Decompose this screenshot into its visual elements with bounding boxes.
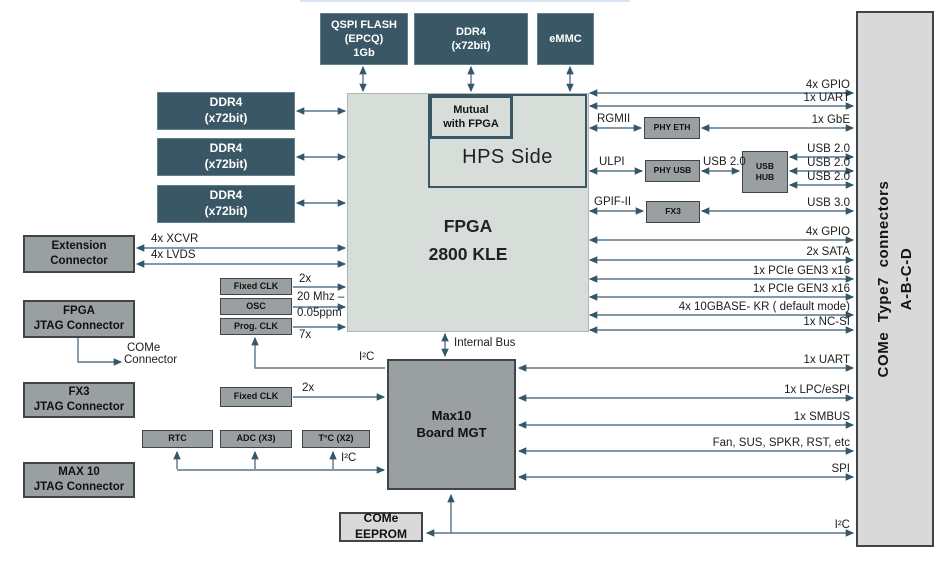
phy-usb-block: PHY USB bbox=[645, 160, 700, 182]
temp-sensor-block: T°C (X2) bbox=[302, 430, 370, 448]
fpga-title: FPGA 2800 KLE bbox=[428, 216, 508, 264]
extension-connector-block: Extension Connector bbox=[23, 235, 135, 273]
bus-label-sata: 2x SATA bbox=[806, 246, 850, 258]
bus-label-gbe: 1x GbE bbox=[811, 114, 850, 126]
prog-clk-block: Prog. CLK bbox=[220, 318, 292, 335]
bus-label-pcie-a: 1x PCIe GEN3 x16 bbox=[752, 265, 850, 277]
bus-label-005ppm: 0.05ppm bbox=[297, 307, 342, 319]
bus-label-usb20-b: USB 2.0 bbox=[807, 157, 850, 169]
ddr4-block-2: DDR4 (x72bit) bbox=[157, 138, 295, 176]
fpga-right-buses bbox=[588, 236, 855, 334]
come-type7-connector-block bbox=[856, 11, 934, 547]
ddr4-block-3: DDR4 (x72bit) bbox=[157, 185, 295, 223]
bus-label-gpio-mid: 4x GPIO bbox=[805, 226, 850, 238]
bus-label-rgmii: RGMII bbox=[597, 113, 631, 125]
memory-stubs bbox=[295, 65, 574, 207]
phy-eth-block: PHY ETH bbox=[644, 117, 700, 139]
ddr4-top-block: DDR4 (x72bit) bbox=[414, 13, 528, 65]
bus-label-internal-bus: Internal Bus bbox=[454, 337, 516, 349]
bus-label-10gbase: 4x 10GBASE- KR ( default mode) bbox=[678, 301, 850, 313]
bus-label-usb20-c: USB 2.0 bbox=[807, 171, 850, 183]
i2c-sensor-bus bbox=[173, 450, 386, 474]
bus-label-uart-top: 1x UART bbox=[803, 92, 850, 104]
fx3-block: FX3 bbox=[646, 201, 700, 223]
bus-label-lpc: 1x LPC/eSPI bbox=[784, 384, 850, 396]
max10-right-buses bbox=[425, 332, 855, 537]
bus-label-come-conn-b: Connector bbox=[124, 354, 178, 366]
come-type7-label-main: COMe Type7 connectors bbox=[875, 180, 892, 378]
rtc-block: RTC bbox=[142, 430, 213, 448]
hps-right-buses bbox=[588, 89, 855, 215]
bus-label-usb20-mid: USB 2.0 bbox=[703, 156, 746, 168]
bus-label-gpio-top: 4x GPIO bbox=[805, 79, 850, 91]
come-type7-label-abcd: A-B-C-D bbox=[898, 247, 915, 311]
hps-side-label: HPS Side bbox=[462, 146, 553, 168]
ddr4-block-1: DDR4 (x72bit) bbox=[157, 92, 295, 130]
fx3-jtag-connector-block: FX3 JTAG Connector bbox=[23, 382, 135, 418]
max10-board-mgt-block: Max10 Board MGT bbox=[387, 359, 516, 490]
top-edge-artifact bbox=[300, 0, 630, 2]
qspi-flash-block: QSPI FLASH (EPCQ) 1Gb bbox=[320, 13, 408, 65]
bus-label-spi: SPI bbox=[831, 463, 850, 475]
bus-label-ulpi: ULPI bbox=[599, 156, 625, 168]
max10-jtag-connector-block: MAX 10 JTAG Connector bbox=[23, 462, 135, 498]
adc-block: ADC (X3) bbox=[220, 430, 292, 448]
bus-label-clk7x: 7x bbox=[299, 329, 312, 341]
extension-and-clock-wires bbox=[77, 244, 386, 401]
bus-label-i2c-prog: I²C bbox=[359, 351, 375, 363]
bus-label-gpif: GPIF-II bbox=[594, 196, 632, 208]
fpga-jtag-connector-block: FPGA JTAG Connector bbox=[23, 300, 135, 338]
bus-label-come-conn-a: COMe bbox=[127, 342, 161, 354]
mutual-fpga-box: Mutual with FPGA bbox=[429, 95, 513, 139]
bus-label-20mhz: 20 Mhz – bbox=[297, 291, 345, 303]
bus-label-i2c-bot: I²C bbox=[834, 519, 850, 531]
bus-label-usb30: USB 3.0 bbox=[807, 197, 850, 209]
bus-label-xcvr: 4x XCVR bbox=[151, 233, 199, 245]
fixed-clk-block-1: Fixed CLK bbox=[220, 278, 292, 295]
emmc-block: eMMC bbox=[537, 13, 594, 65]
bus-label-pcie-b: 1x PCIe GEN3 x16 bbox=[752, 283, 850, 295]
bus-label-ncsi: 1x NC-SI bbox=[803, 316, 850, 328]
osc-block: OSC bbox=[220, 298, 292, 315]
come-eeprom-block: COMe EEPROM bbox=[339, 511, 423, 542]
bus-label-clk2x-a: 2x bbox=[299, 273, 312, 285]
bus-label-fan: Fan, SUS, SPKR, RST, etc bbox=[712, 437, 850, 449]
bus-label-i2c-bus: I²C bbox=[341, 452, 357, 464]
fixed-clk-block-2: Fixed CLK bbox=[220, 387, 292, 407]
bus-label-uart-bot: 1x UART bbox=[803, 354, 850, 366]
bus-label-clk2x-b: 2x bbox=[302, 382, 315, 394]
bus-label-smbus: 1x SMBUS bbox=[793, 411, 850, 423]
usb-hub-block: USB HUB bbox=[742, 151, 788, 193]
bus-label-usb20-a: USB 2.0 bbox=[807, 143, 850, 155]
bus-label-lvds: 4x LVDS bbox=[151, 249, 196, 261]
